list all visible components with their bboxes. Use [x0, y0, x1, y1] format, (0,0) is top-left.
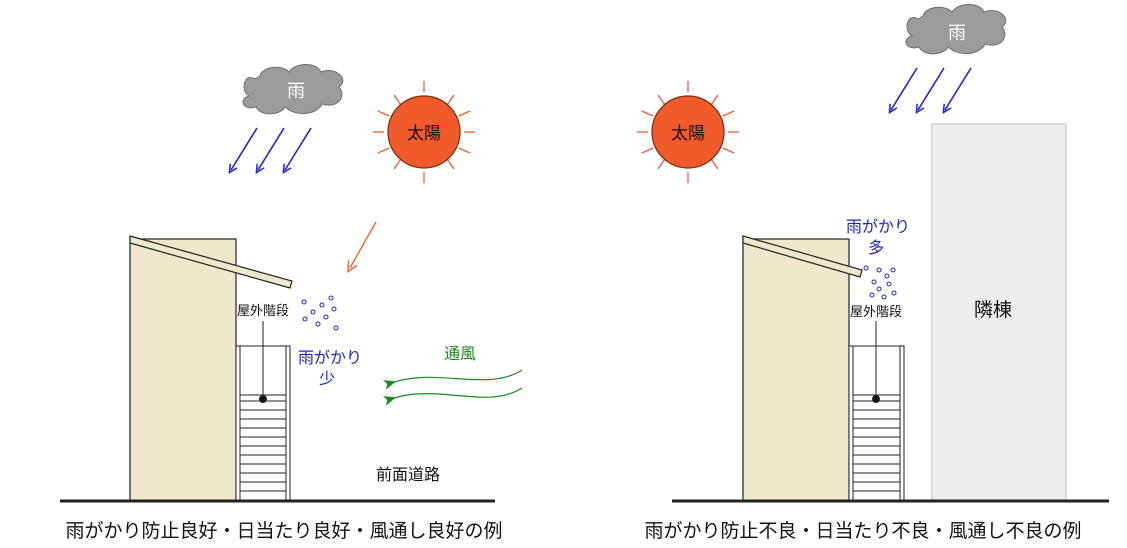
right-sun-label: 太陽 — [671, 124, 705, 144]
left-rain-exposure-level: 少 — [319, 369, 335, 388]
wind-arrows — [382, 369, 523, 406]
neighbor-building — [931, 123, 1067, 502]
right-eave — [742, 235, 863, 278]
left-sun-label: 太陽 — [407, 124, 441, 144]
right-sun-icon: 太陽 — [637, 81, 739, 183]
left-rain-drops — [301, 295, 339, 331]
right-panel: 雨 太陽 — [637, 4, 1109, 542]
road-label: 前面道路 — [376, 465, 440, 484]
left-caption: 雨がかり防止良好・日当たり良好・風通し良好の例 — [65, 520, 502, 542]
left-cloud-label: 雨 — [287, 81, 305, 102]
right-cloud: 雨 — [905, 4, 1007, 55]
right-cloud-label: 雨 — [948, 23, 966, 44]
right-rain-arrows — [891, 67, 972, 110]
left-sun-icon: 太陽 — [373, 81, 475, 183]
right-stair — [848, 321, 905, 502]
right-rain-exposure-level: 多 — [868, 238, 884, 257]
right-house-wall — [742, 238, 850, 502]
right-rain-exposure-label: 雨がかり — [846, 217, 910, 236]
neighbor-building-label: 隣棟 — [974, 299, 1012, 321]
right-rain-drops — [863, 265, 897, 300]
left-stair-label: 屋外階段 — [237, 304, 289, 319]
left-panel: 雨 太陽 — [60, 64, 523, 542]
left-rain-exposure-label: 雨がかり — [298, 348, 362, 367]
left-house-wall — [129, 238, 237, 502]
left-rain-arrows — [231, 127, 312, 170]
right-stair-label: 屋外階段 — [850, 305, 902, 320]
left-stair — [235, 321, 291, 502]
left-sunlight-arrow — [350, 221, 377, 268]
left-eave — [129, 235, 293, 289]
left-cloud: 雨 — [242, 64, 344, 115]
right-caption: 雨がかり防止不良・日当たり不良・風通し不良の例 — [644, 520, 1081, 542]
wind-label: 通風 — [444, 344, 476, 363]
